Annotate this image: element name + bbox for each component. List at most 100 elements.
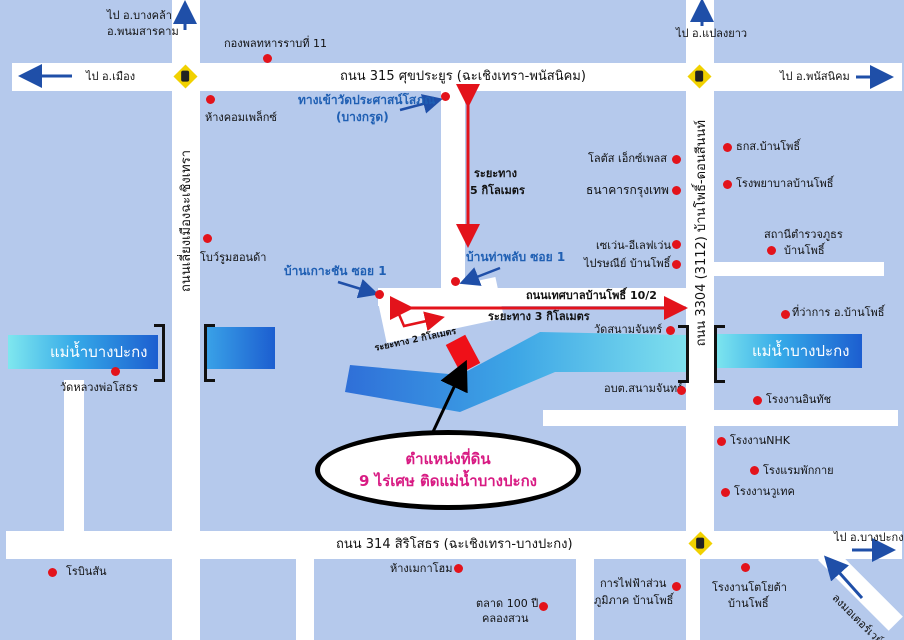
location-dot-icon [723, 143, 732, 152]
road-3304-surface [686, 0, 714, 545]
river-left-label: แม่น้ำบางปะกง [50, 343, 148, 361]
landmark-honda: โบว์รูมฮอนด้า [200, 251, 267, 264]
location-dot-icon [781, 310, 790, 319]
landmark-police-1: สถานีตำรวจภูธร [764, 228, 843, 241]
road-soi-east-surface [714, 262, 884, 276]
location-dot-icon [441, 92, 450, 101]
road-soi-west-surface [64, 380, 84, 532]
river-bracket-right-1 [678, 325, 689, 383]
landmark-toyota-2: บ้านโพธิ์ [728, 597, 769, 610]
land-callout: ตำแหน่งที่ดิน 9 ไร่เศษ ติดแม่น้ำบางปะกง [315, 430, 581, 510]
location-dot-icon [717, 437, 726, 446]
river-bracket-left-1 [154, 324, 165, 382]
location-dot-icon [723, 180, 732, 189]
landmark-sao-sanam-chan: อบต.สนามจันทร์ [604, 382, 684, 395]
road-soi-south1-surface [296, 559, 314, 640]
landmark-district-office: ที่ว่าการ อ.บ้านโพธิ์ [792, 306, 885, 319]
location-dot-icon [48, 568, 57, 577]
road-3304-label: ถนน 3304 (3112) บ้านโพธิ์-ดอนสีนนท์ [694, 120, 709, 347]
pointer-arrow-ko-chan [337, 279, 379, 299]
direction-arrow-icon [823, 555, 864, 600]
distance-arrow-2km [396, 311, 445, 332]
location-dot-icon [672, 155, 681, 164]
landmark-ko-chan: บ้านเกาะชัน ซอย 1 [284, 264, 387, 278]
landmark-mall: ห้างคอมเพล็กซ์ [205, 111, 277, 124]
pointer-arrow-tha-phlap [459, 266, 501, 286]
landmark-wat-luang-pho: วัดหลวงพ่อโสธร [60, 381, 138, 394]
location-dot-icon [672, 582, 681, 591]
landmark-robinson: โรบินสัน [66, 565, 107, 578]
river-right: แม่น้ำบางปะกง [714, 334, 862, 368]
river-right-label: แม่น้ำบางปะกง [752, 342, 850, 360]
location-dot-icon [672, 240, 681, 249]
landmark-wat-sanam-chan: วัดสนามจันทร์ [594, 323, 663, 336]
location-dot-icon [721, 488, 730, 497]
road-bypass-label: ถนนเลี่ยงเมืองฉะเชิงเทรา [179, 150, 194, 292]
landmark-pea-2: ภูมิภาค บ้านโพธิ์ [594, 594, 674, 607]
location-dot-icon [454, 564, 463, 573]
location-dot-icon [750, 466, 759, 475]
landmark-mega-home: ห้างเมกาโฮม [390, 562, 453, 575]
river-left-right-segment [205, 327, 275, 369]
landmark-police-2: บ้านโพธิ์ [784, 244, 825, 257]
landmark-uthek: โรงงานวูเทค [734, 485, 795, 498]
road-315-label: ถนน 315 ศุขประยูร (ฉะเชิงเทรา-พนัสนิคม) [340, 69, 586, 84]
landmark-bangkok-bank: ธนาคารกรุงเทพ [586, 183, 669, 197]
landmark-market-2: คลองสวน [482, 612, 529, 625]
river-left: แม่น้ำบางปะกง [8, 335, 158, 369]
direction-bang-khla: ไป อ.บางคล้า [107, 9, 172, 22]
location-dot-icon [741, 563, 750, 572]
landmark-intach: โรงงานอินทัช [766, 393, 832, 406]
pointer-arrow-temple [399, 94, 443, 114]
location-dot-icon [375, 290, 384, 299]
landmark-market-1: ตลาด 100 ปี [476, 597, 539, 610]
landmark-seven-eleven: เซเว่น-อีเลฟเว่น [596, 239, 672, 252]
river-bracket-right-2 [714, 325, 725, 383]
landmark-hotel: โรงแรมพักกาย [763, 464, 834, 477]
road-314-surface [6, 531, 902, 559]
landmark-toyota-1: โรงงานโตโยต้า [712, 581, 787, 594]
location-dot-icon [672, 260, 681, 269]
distance-5km-line2: 5 กิโลเมตร [470, 184, 525, 197]
location-dot-icon [451, 277, 460, 286]
distance-5km-line1: ระยะทาง [474, 167, 517, 180]
location-dot-icon [263, 54, 272, 63]
location-dot-icon [677, 386, 686, 395]
road-municipal-label: ถนนเทศบาลบ้านโพธิ์ 10/2 [526, 289, 657, 302]
direction-phanom-sarakham: อ.พนมสารคาม [107, 25, 179, 38]
landmark-lotus: โลตัส เอ็กซ์เพลส [588, 152, 667, 165]
landmark-nhk: โรงงานNHK [730, 434, 790, 447]
landmark-army: กองพลทหารราบที่ 11 [224, 37, 328, 50]
location-dot-icon [666, 326, 675, 335]
road-314-label: ถนน 314 สิริโสธร (ฉะเชิงเทรา-บางปะกง) [336, 537, 573, 552]
location-dot-icon [767, 246, 776, 255]
location-dot-icon [672, 186, 681, 195]
location-dot-icon [203, 234, 212, 243]
road-soi-south3-surface [686, 559, 700, 640]
direction-muang: ไป อ.เมือง [86, 70, 136, 83]
river-bracket-left-2 [204, 324, 215, 382]
landmark-baac: ธกส.บ้านโพธิ์ [736, 140, 801, 153]
direction-plaeng-yao: ไป อ.แปลงยาว [676, 27, 748, 40]
location-dot-icon [111, 367, 120, 376]
callout-line-2: 9 ไร่เศษ ติดแม่น้ำบางปะกง [359, 472, 537, 490]
direction-bang-pakong: ไป อ.บางปะกง [834, 531, 904, 544]
location-dot-icon [753, 396, 762, 405]
landmark-tha-phlap: บ้านท่าพลับ ซอย 1 [466, 250, 566, 264]
location-dot-icon [206, 95, 215, 104]
direction-phanat-nikhom: ไป อ.พนัสนิคม [780, 70, 850, 83]
landmark-post-office: ไปรษณีย์ บ้านโพธิ์ [584, 257, 671, 270]
landmark-temple-1: ทางเข้าวัดประศาสน์โสภณ [298, 93, 436, 107]
landmark-hospital: โรงพยาบาลบ้านโพธิ์ [736, 177, 834, 190]
callout-line-1: ตำแหน่งที่ดิน [405, 450, 491, 468]
distance-3km-label: ระยะทาง 3 กิโลเมตร [488, 310, 590, 323]
landmark-pea-1: การไฟฟ้าส่วน [600, 577, 667, 590]
location-dot-icon [539, 602, 548, 611]
callout-arrow [430, 359, 468, 435]
road-soi-east2-surface [543, 410, 898, 426]
road-soi-south2-surface [576, 559, 594, 640]
landmark-temple-2: (บางกรูด) [336, 110, 389, 124]
